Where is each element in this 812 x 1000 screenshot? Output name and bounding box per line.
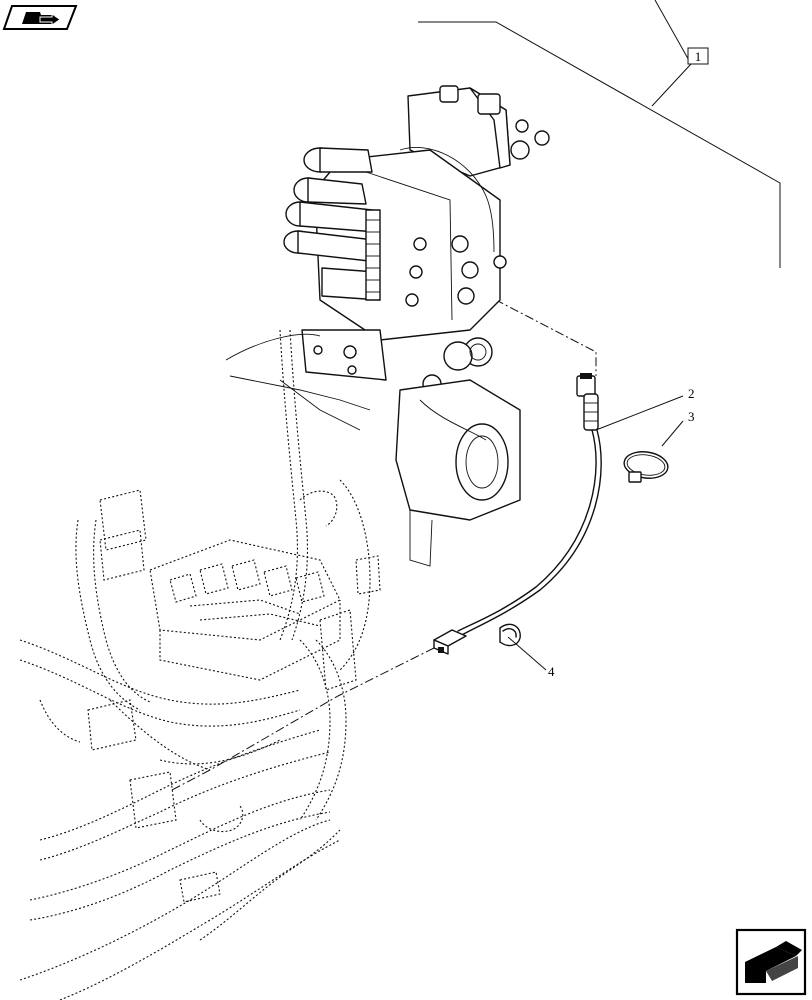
callout-4-label: 4: [548, 664, 555, 679]
folder-arrow-icon[interactable]: [2, 5, 78, 30]
callout-3-label: 3: [688, 409, 695, 424]
callout-2: 2: [688, 386, 695, 401]
harness-part-2: [433, 373, 602, 655]
cable-tie-part-3: [623, 451, 669, 483]
callout-1-bracket: [418, 0, 781, 268]
wiring-harness: [19, 329, 371, 1000]
callout-3: 3: [688, 409, 695, 424]
valve-block-assembly: [225, 85, 550, 567]
relay-box: [39, 489, 381, 903]
callout-2-label: 2: [688, 386, 695, 401]
clip-part-4: [499, 623, 521, 647]
callout-1: 1: [687, 47, 709, 65]
callout-1-label: 1: [695, 49, 702, 64]
next-page-arrow-icon[interactable]: [735, 928, 807, 996]
callout-4: 4: [548, 664, 555, 679]
